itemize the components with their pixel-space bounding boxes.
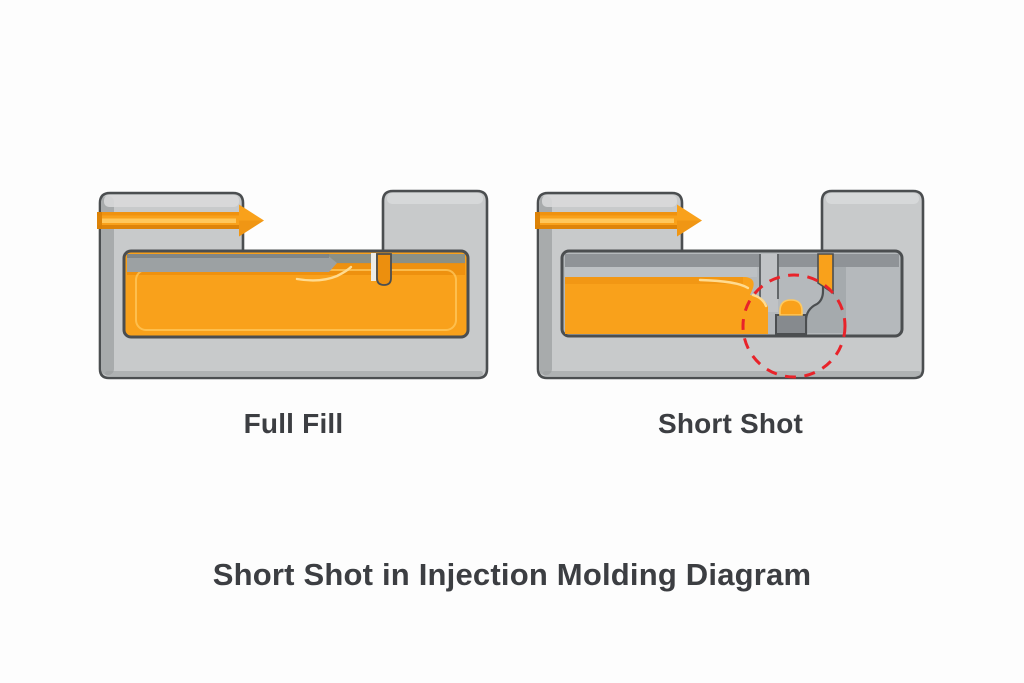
page-title: Short Shot in Injection Molding Diagram xyxy=(212,557,812,592)
mold-cavity-filled xyxy=(122,249,470,339)
molten-plastic-front xyxy=(565,277,768,334)
full-fill-diagram xyxy=(97,189,489,380)
mold-cavity-short xyxy=(560,249,904,338)
mold-insert-strip xyxy=(127,254,337,272)
plastic-droplet xyxy=(779,299,803,316)
flow-arrow-icon xyxy=(97,204,264,237)
panel-label-full-fill: Full Fill xyxy=(243,408,344,439)
gate-tab xyxy=(376,253,392,286)
short-shot-diagram xyxy=(535,189,925,380)
mold-core-block xyxy=(775,314,807,335)
panel-label-short-shot: Short Shot xyxy=(657,408,804,439)
flow-channel xyxy=(760,254,778,312)
gate-tab xyxy=(817,253,834,295)
defect-circle-icon xyxy=(741,273,847,379)
vent-slit xyxy=(371,253,376,281)
flow-arrow-icon xyxy=(535,204,702,237)
